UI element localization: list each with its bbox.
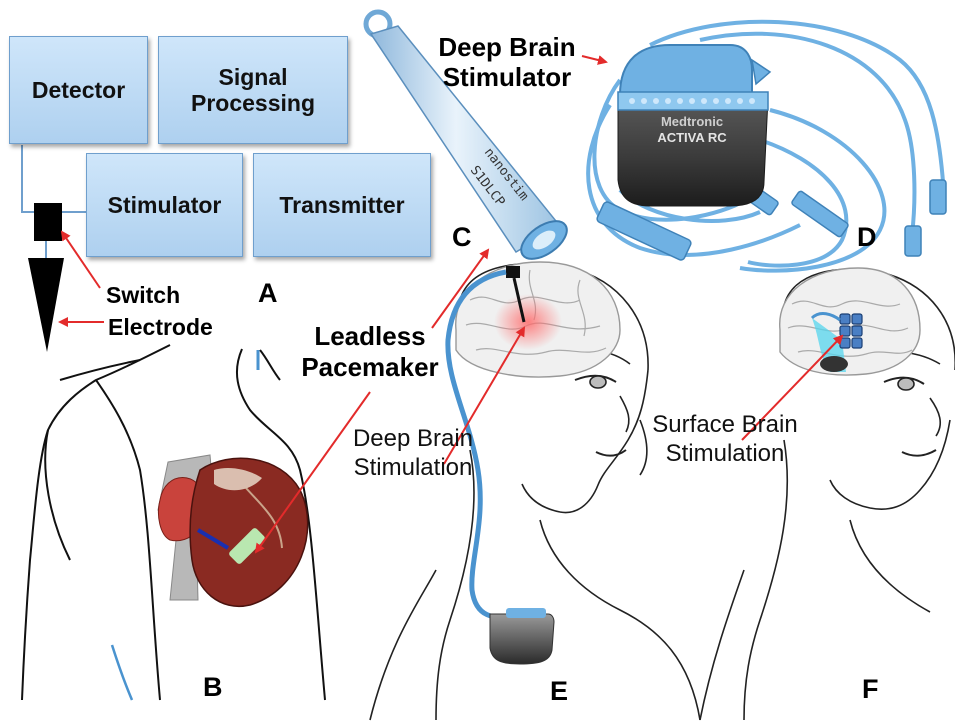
deep-brain-stimulator-label: Deep Brain Stimulator bbox=[422, 33, 592, 93]
dbs-model-text: ACTIVA RC bbox=[657, 130, 727, 145]
panel-letter-b: B bbox=[203, 672, 223, 703]
dbs-device bbox=[588, 22, 946, 271]
lead-tail-b bbox=[112, 645, 132, 700]
detector-block: Detector bbox=[9, 36, 148, 144]
panel-letter-e: E bbox=[550, 676, 568, 707]
panel-letter-c: C bbox=[452, 222, 472, 253]
surface-brain-stimulation-label: Surface Brain Stimulation bbox=[650, 410, 800, 469]
electrode-spike bbox=[28, 258, 64, 352]
heart-illustration bbox=[158, 455, 308, 606]
panel-letter-f: F bbox=[862, 674, 879, 705]
electrode-label: Electrode bbox=[108, 314, 213, 341]
brain-f bbox=[780, 268, 920, 375]
deep-brain-stimulation-label: Deep Brain Stimulation bbox=[338, 424, 488, 483]
implant-header-e bbox=[506, 608, 546, 618]
leadless-pacemaker-label: Leadless Pacemaker bbox=[290, 321, 450, 382]
switch-block bbox=[34, 203, 62, 241]
transmitter-block: Transmitter bbox=[253, 153, 431, 257]
panel-letter-a: A bbox=[258, 278, 278, 309]
stimulator-block: Stimulator bbox=[86, 153, 243, 257]
signal-processing-block: Signal Processing bbox=[158, 36, 348, 144]
implant-can-e bbox=[490, 614, 554, 664]
panel-letter-d: D bbox=[857, 222, 877, 253]
switch-label: Switch bbox=[106, 282, 180, 309]
dbs-brand-text: Medtronic bbox=[661, 114, 723, 129]
